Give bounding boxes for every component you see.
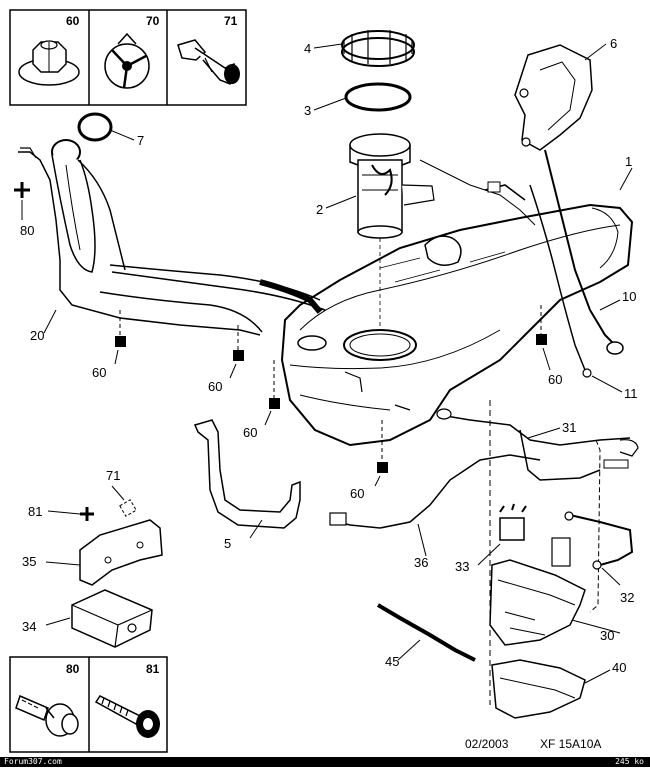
callout-6: 6 [610,36,617,51]
callout-60-d: 60 [350,486,364,501]
push-clip-icon [104,32,150,89]
plus-marker-80 [14,182,30,198]
plastic-rivet-icon [177,39,240,85]
callout-40: 40 [612,660,626,675]
callout-1: 1 [625,154,632,169]
hose-32 [569,514,634,566]
inset-number-71: 71 [224,14,238,28]
callout-30: 30 [600,628,614,643]
callout-3: 3 [304,103,311,118]
callout-20: 20 [30,328,44,343]
callout-45: 45 [385,654,399,669]
callout-labels: 4 3 2 6 7 1 10 11 20 80 60 60 60 60 60 3… [20,36,638,675]
inset-fasteners-bottom: 80 81 [9,656,168,753]
callout-11: 11 [624,386,638,401]
callout-71: 71 [106,468,120,483]
fuel-pump-assembly [349,133,435,330]
callout-34: 34 [22,619,36,634]
wiring-hoses [329,408,639,613]
file-size-label: 245 ko [615,757,644,766]
callout-80: 80 [20,223,34,238]
inset-fasteners-top: 60 70 71 [9,9,247,106]
footer-date: 02/2003 [465,737,509,751]
bottom-bar: Forum307.com 245 ko [0,757,650,767]
self-tapping-screw-icon [94,695,160,738]
purge-valve [499,503,527,541]
hose-45 [376,603,476,662]
callout-33: 33 [455,559,469,574]
fastener-60-markers [114,305,551,487]
pump-locking-ring [341,30,415,67]
inset-number-60: 60 [66,14,80,28]
callout-60-c: 60 [243,425,257,440]
callout-36: 36 [414,555,428,570]
callout-2: 2 [316,202,323,217]
callout-31: 31 [562,420,576,435]
bolt-with-washer-icon [15,694,79,737]
leader-lines [21,43,633,684]
fuel-tank [280,203,634,447]
callout-35: 35 [22,554,36,569]
inset-number-81: 81 [146,662,160,676]
callout-60-a: 60 [92,365,106,380]
flange-nut-icon [18,40,80,86]
callout-7: 7 [137,133,144,148]
callout-10: 10 [622,289,636,304]
inset-number-80: 80 [66,662,80,676]
heat-shield [514,44,593,151]
inset-number-70: 70 [146,14,160,28]
callout-81: 81 [28,504,42,519]
callout-5: 5 [224,536,231,551]
footer-reference: XF 15A10A [540,737,601,751]
callout-4: 4 [304,41,311,56]
ecu-bracket [79,519,163,586]
callout-60-b: 60 [208,379,222,394]
charcoal-canister [489,537,586,646]
callout-32: 32 [620,590,634,605]
forum-site-label: Forum307.com [4,757,62,766]
tank-strap [193,419,301,529]
ecu-module [71,589,153,648]
clip-71-small [119,499,137,517]
canister-shield [491,659,586,719]
callout-60-e: 60 [548,372,562,387]
fuel-lines-right [419,149,624,378]
filler-neck [18,112,326,336]
pump-seal-ring [344,82,412,112]
plus-marker-81 [80,507,94,521]
